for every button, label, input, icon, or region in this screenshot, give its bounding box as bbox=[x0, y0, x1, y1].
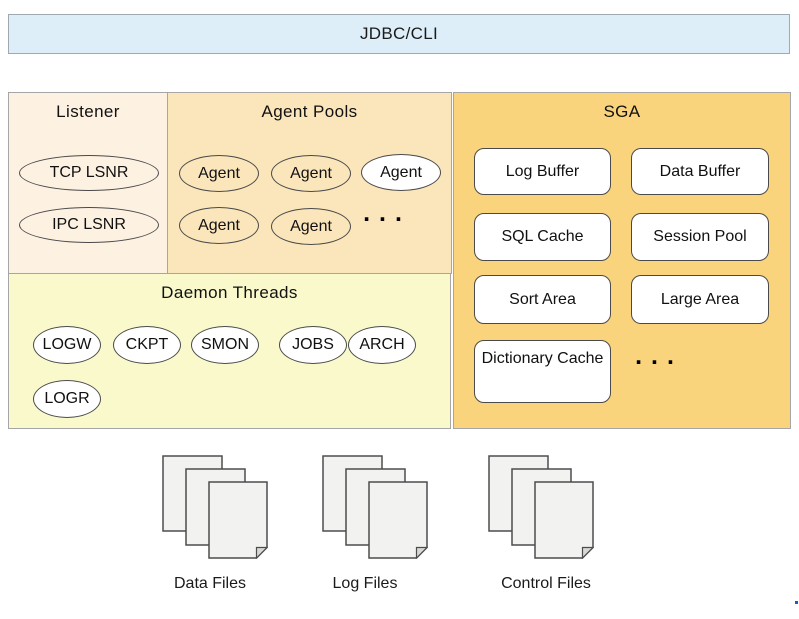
jobs-label: JOBS bbox=[292, 336, 334, 353]
node-agent-3: Agent bbox=[361, 154, 441, 191]
sort-area-label: Sort Area bbox=[509, 290, 576, 308]
node-ipc-lsnr: IPC LSNR bbox=[19, 207, 159, 243]
agent-pools-ellipsis: ... bbox=[363, 199, 411, 227]
data-files-stack-icon bbox=[162, 455, 269, 560]
log-files-label: Log Files bbox=[332, 575, 398, 592]
jdbc-cli-label: JDBC/CLI bbox=[360, 24, 438, 43]
sga-title: SGA bbox=[603, 102, 641, 121]
sga-ellipsis: ... bbox=[635, 342, 683, 370]
node-jobs: JOBS bbox=[279, 326, 347, 364]
data-files-label: Data Files bbox=[173, 575, 247, 592]
node-log-buffer: Log Buffer bbox=[474, 148, 611, 195]
logr-label: LOGR bbox=[44, 390, 90, 407]
node-agent-4: Agent bbox=[179, 207, 259, 244]
smon-label: SMON bbox=[201, 336, 249, 353]
tcp-lsnr-label: TCP LSNR bbox=[49, 164, 129, 181]
node-sql-cache: SQL Cache bbox=[474, 213, 611, 261]
agent-label: Agent bbox=[198, 164, 240, 182]
node-ckpt: CKPT bbox=[113, 326, 181, 364]
jdbc-cli-banner: JDBC/CLI bbox=[8, 14, 790, 54]
sql-cache-label: SQL Cache bbox=[501, 228, 584, 245]
control-files-stack-icon bbox=[488, 455, 595, 560]
section-agent-pools: Agent Pools Agent Agent Agent Agent Agen… bbox=[167, 92, 452, 274]
node-logw: LOGW bbox=[33, 326, 101, 364]
node-session-pool: Session Pool bbox=[631, 213, 769, 261]
node-data-buffer: Data Buffer bbox=[631, 148, 769, 195]
node-sort-area: Sort Area bbox=[474, 275, 611, 324]
agent-pools-title: Agent Pools bbox=[261, 102, 358, 121]
listener-title: Listener bbox=[56, 102, 120, 121]
ipc-lsnr-label: IPC LSNR bbox=[52, 216, 126, 233]
node-tcp-lsnr: TCP LSNR bbox=[19, 155, 159, 191]
data-buffer-label: Data Buffer bbox=[659, 162, 741, 180]
control-files-label: Control Files bbox=[501, 575, 591, 592]
node-agent-5: Agent bbox=[271, 208, 351, 245]
large-area-label: Large Area bbox=[660, 290, 740, 308]
agent-label: Agent bbox=[290, 217, 332, 235]
session-pool-label: Session Pool bbox=[653, 228, 747, 245]
node-agent-1: Agent bbox=[179, 155, 259, 192]
node-dictionary-cache: Dictionary Cache bbox=[474, 340, 611, 403]
section-daemon-threads: Daemon Threads LOGW CKPT SMON JOBS ARCH … bbox=[8, 273, 451, 429]
node-large-area: Large Area bbox=[631, 275, 769, 324]
node-arch: ARCH bbox=[348, 326, 416, 364]
agent-label: Agent bbox=[290, 164, 332, 182]
agent-label: Agent bbox=[380, 163, 422, 181]
section-listener: Listener TCP LSNR IPC LSNR bbox=[8, 92, 168, 274]
ckpt-label: CKPT bbox=[125, 336, 169, 353]
node-logr: LOGR bbox=[33, 380, 101, 418]
cursor-artifact bbox=[795, 601, 798, 604]
dictionary-cache-label: Dictionary Cache bbox=[481, 350, 604, 367]
agent-label: Agent bbox=[198, 216, 240, 234]
section-sga: SGA Log Buffer Data Buffer SQL Cache Ses… bbox=[453, 92, 791, 429]
log-buffer-label: Log Buffer bbox=[505, 162, 580, 180]
log-files-stack-icon bbox=[322, 455, 429, 560]
logw-label: LOGW bbox=[42, 336, 92, 353]
arch-label: ARCH bbox=[359, 336, 405, 353]
node-smon: SMON bbox=[191, 326, 259, 364]
node-agent-2: Agent bbox=[271, 155, 351, 192]
daemon-threads-title: Daemon Threads bbox=[161, 283, 298, 302]
